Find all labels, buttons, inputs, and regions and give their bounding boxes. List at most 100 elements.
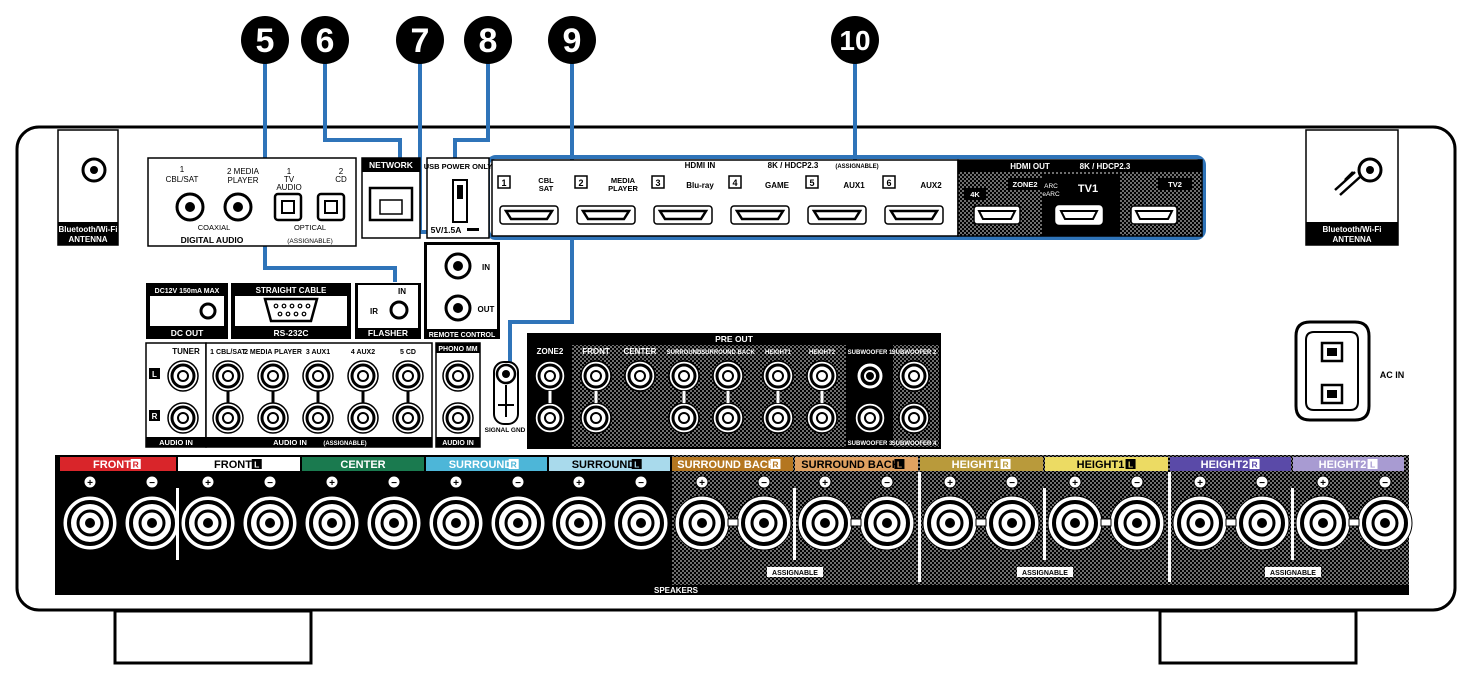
polarity-sign: + xyxy=(1072,478,1078,489)
pre-out-jack[interactable] xyxy=(806,360,838,392)
svg-text:AUDIO IN: AUDIO IN xyxy=(273,438,307,447)
speaker-terminal-plus[interactable]: + xyxy=(674,475,730,551)
speaker-side: L xyxy=(897,460,902,470)
audio-in-r-jack[interactable] xyxy=(212,402,244,434)
speaker-terminal-plus[interactable]: + xyxy=(551,475,607,551)
speaker-terminal-plus[interactable]: + xyxy=(428,475,484,551)
tuner-l-jack[interactable] xyxy=(167,360,199,392)
speaker-terminal-minus[interactable]: − xyxy=(613,475,669,551)
tuner-r-jack[interactable] xyxy=(167,402,199,434)
speaker-terminal-plus[interactable]: + xyxy=(1172,475,1228,551)
pre-out-jack[interactable] xyxy=(580,402,612,434)
pre-out-jack[interactable] xyxy=(624,360,656,392)
svg-text:SIGNAL GND: SIGNAL GND xyxy=(485,427,526,434)
audio-in-l-jack[interactable] xyxy=(257,360,289,392)
speaker-terminal-plus[interactable]: + xyxy=(180,475,236,551)
pre-out-jack[interactable] xyxy=(534,360,566,392)
speaker-terminal-minus[interactable]: − xyxy=(366,475,422,551)
pre-out-label: ZONE2 xyxy=(537,347,564,356)
speaker-terminal-minus[interactable]: − xyxy=(1109,475,1165,551)
speaker-terminal-minus[interactable]: − xyxy=(124,475,180,551)
speaker-terminal-plus[interactable]: + xyxy=(1295,475,1351,551)
svg-text:STRAIGHT CABLE: STRAIGHT CABLE xyxy=(256,286,327,295)
pre-out-jack[interactable] xyxy=(668,360,700,392)
audio-in-label: 2 MEDIA PLAYER xyxy=(244,349,302,356)
speaker-side: R xyxy=(1251,460,1257,470)
pre-out-jack[interactable] xyxy=(534,402,566,434)
speaker-terminal-plus[interactable]: + xyxy=(304,475,360,551)
hdmi-in-label: Blu-ray xyxy=(686,181,714,190)
hdmi-out-tv1-port[interactable] xyxy=(1055,205,1103,225)
audio-in-r-jack[interactable] xyxy=(392,402,424,434)
polarity-sign: − xyxy=(1259,478,1265,489)
pre-out-jack[interactable] xyxy=(854,360,886,392)
svg-text:OUT: OUT xyxy=(478,305,495,314)
polarity-sign: − xyxy=(1009,478,1015,489)
speaker-terminal-minus[interactable]: − xyxy=(242,475,298,551)
speaker-terminal-minus[interactable]: − xyxy=(859,475,915,551)
remote-out-jack[interactable] xyxy=(444,294,472,322)
pre-out-label: SUBWOOFER 1 xyxy=(848,350,893,356)
hdmi-out-panel: HDMI OUT 8K / HDCP2.3 4K ZONE2 ARC eARC … xyxy=(957,159,1203,237)
audio-in-l-jack[interactable] xyxy=(302,360,334,392)
speaker-terminal-plus[interactable]: + xyxy=(797,475,853,551)
speaker-terminal-plus[interactable]: + xyxy=(1047,475,1103,551)
audio-in-l-jack[interactable] xyxy=(392,360,424,392)
svg-text:IN: IN xyxy=(398,287,406,296)
remote-in-jack[interactable] xyxy=(444,252,472,280)
callout-8: 8 xyxy=(464,16,512,64)
dc-out-panel: DC12V 150mA MAX DC OUT xyxy=(146,283,228,339)
hdmi-out-tv2-port[interactable] xyxy=(1130,205,1178,225)
svg-text:NETWORK: NETWORK xyxy=(369,160,414,170)
pre-out-jack[interactable] xyxy=(762,402,794,434)
audio-in-r-jack[interactable] xyxy=(257,402,289,434)
pre-out-jack[interactable] xyxy=(854,402,886,434)
phono-l-jack[interactable] xyxy=(442,360,474,392)
pre-out-jack[interactable] xyxy=(580,360,612,392)
phono-r-jack[interactable] xyxy=(442,402,474,434)
svg-text:4K: 4K xyxy=(970,190,980,199)
speaker-terminal-plus[interactable]: + xyxy=(62,475,118,551)
speaker-terminal-plus[interactable]: + xyxy=(922,475,978,551)
svg-text:(ASSIGNABLE): (ASSIGNABLE) xyxy=(323,441,366,447)
pre-out-jack[interactable] xyxy=(898,360,930,392)
audio-in-l-jack[interactable] xyxy=(212,360,244,392)
audio-in-r-jack[interactable] xyxy=(347,402,379,434)
pre-out-jack[interactable] xyxy=(898,402,930,434)
speaker-terminal-minus[interactable]: − xyxy=(736,475,792,551)
antenna-left: Bluetooth/Wi-Fi ANTENNA xyxy=(57,129,119,246)
antenna-left-line1: Bluetooth/Wi-Fi xyxy=(58,225,117,234)
speaker-side: R xyxy=(772,460,778,470)
network-port[interactable]: NETWORK xyxy=(361,157,421,239)
speaker-terminal-minus[interactable]: − xyxy=(490,475,546,551)
usb-port[interactable]: USB POWER ONLY 5V/1.5A xyxy=(424,157,492,239)
flasher-jack[interactable] xyxy=(389,300,409,320)
svg-text:OPTICAL: OPTICAL xyxy=(294,223,326,232)
svg-text:TUNER: TUNER xyxy=(172,347,200,356)
pre-out-jack[interactable] xyxy=(712,402,744,434)
coaxial-jack-2[interactable] xyxy=(223,192,253,222)
speaker-terminal-minus[interactable]: − xyxy=(1234,475,1290,551)
signal-gnd-terminal[interactable]: SIGNAL GND xyxy=(485,361,526,434)
speakers-label: SPEAKERS xyxy=(654,586,699,595)
optical-jack-1[interactable] xyxy=(273,192,303,222)
audio-in-r-jack[interactable] xyxy=(302,402,334,434)
pre-out-jack[interactable] xyxy=(762,360,794,392)
dc-out-jack[interactable] xyxy=(199,302,217,320)
pre-out-jack[interactable] xyxy=(712,360,744,392)
optical-jack-2[interactable] xyxy=(316,192,346,222)
svg-text:ARC: ARC xyxy=(1044,183,1058,190)
hdmi-out-zone2-port[interactable] xyxy=(973,205,1021,225)
coaxial-jack-1[interactable] xyxy=(175,192,205,222)
rs232c-port[interactable] xyxy=(263,297,319,323)
pre-out-jack[interactable] xyxy=(668,402,700,434)
pre-out-jack[interactable] xyxy=(806,402,838,434)
audio-in-l-jack[interactable] xyxy=(347,360,379,392)
ac-in-socket[interactable]: AC IN xyxy=(1294,320,1404,422)
